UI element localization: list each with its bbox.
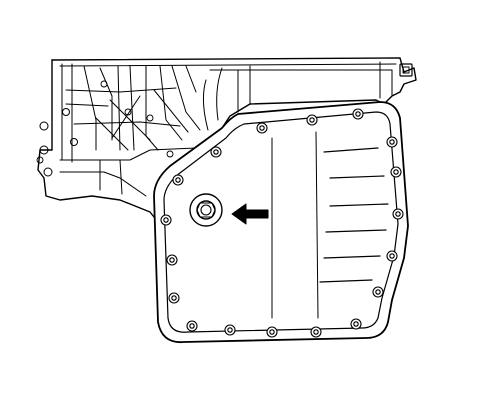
bolt [386, 250, 398, 262]
bolt [166, 254, 178, 266]
bolt [224, 324, 236, 336]
oil-pan-ribs [319, 147, 389, 283]
bolt [266, 326, 278, 338]
arrow-left-icon [231, 203, 269, 225]
bolt [168, 292, 180, 304]
bolt [390, 166, 402, 178]
bolt [210, 146, 222, 158]
bolt [372, 286, 384, 298]
oil-pan-flange-outer [153, 101, 409, 344]
bolt [350, 318, 362, 330]
bolt [186, 320, 198, 332]
drain-plug [189, 193, 223, 227]
bolt [256, 122, 268, 134]
bolt [392, 208, 404, 220]
bolt [352, 108, 364, 120]
bolt [172, 174, 184, 186]
bolt [310, 326, 322, 338]
bolt [160, 214, 172, 226]
transmission-case [36, 57, 417, 223]
flange-bolts [160, 108, 404, 338]
bolt [386, 136, 398, 148]
bolt [306, 114, 318, 126]
oil-pan-flange-inner [163, 111, 399, 333]
oil-pan [153, 101, 409, 344]
